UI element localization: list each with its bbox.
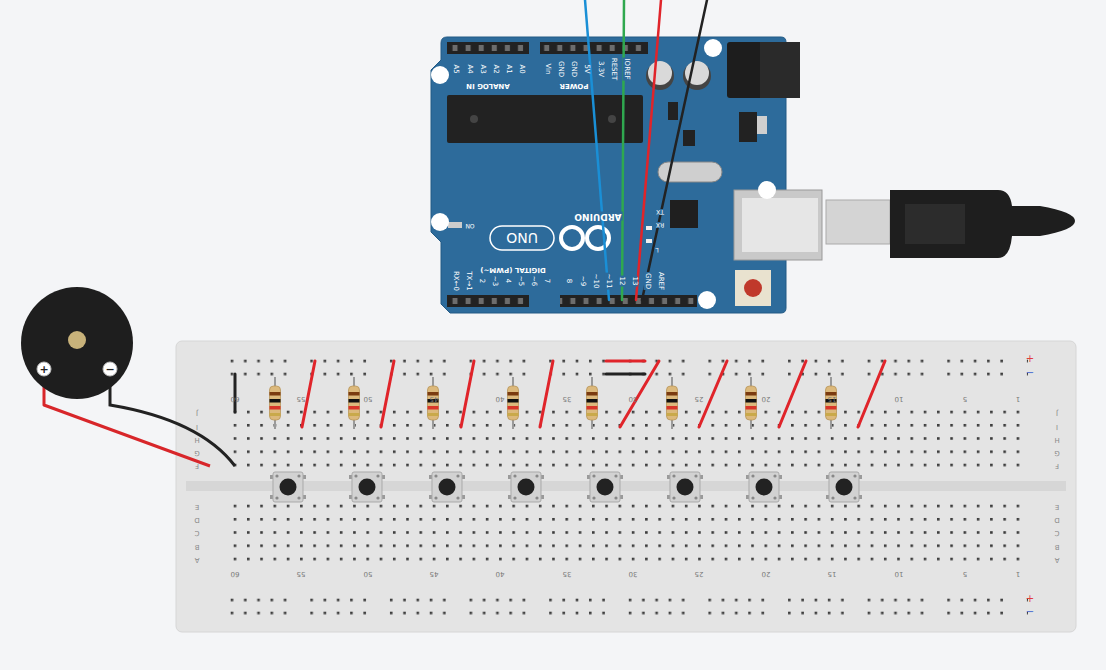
pin-label: A4 bbox=[466, 63, 473, 74]
pin-label: RESET bbox=[610, 57, 617, 81]
pin-label: 4 bbox=[504, 278, 511, 284]
row-letter: J bbox=[1056, 409, 1058, 416]
row-letter: B bbox=[1055, 543, 1060, 550]
row-letter: A bbox=[195, 556, 200, 563]
pin-label: ~5 bbox=[517, 275, 524, 287]
column-number: 15 bbox=[828, 395, 837, 402]
led-label: TX bbox=[655, 209, 665, 215]
pin-label: ~3 bbox=[491, 275, 498, 287]
column-number: 35 bbox=[562, 395, 571, 402]
row-letter: I bbox=[1056, 423, 1058, 430]
board-model: UNO bbox=[506, 231, 538, 245]
column-number: 15 bbox=[828, 570, 837, 577]
led-label: L bbox=[654, 247, 659, 253]
pin-label: ~9 bbox=[579, 275, 586, 287]
column-number: 1 bbox=[1016, 395, 1020, 402]
rail-sign: + bbox=[1026, 594, 1034, 604]
pin-label: A5 bbox=[452, 63, 459, 74]
column-number: 40 bbox=[496, 570, 505, 577]
header-label: DIGITAL (PWM~) bbox=[479, 266, 546, 273]
column-number: 45 bbox=[430, 395, 439, 402]
row-letter: E bbox=[195, 503, 199, 510]
row-letter: H bbox=[194, 436, 199, 443]
header-label: POWER bbox=[559, 82, 590, 89]
pin-label: IOREF bbox=[623, 58, 630, 81]
pin-label: 2 bbox=[478, 278, 485, 284]
pin-label: GND bbox=[557, 60, 564, 78]
pin-label: 5V bbox=[583, 63, 590, 74]
pin-label: Vin bbox=[544, 62, 551, 75]
terminal-sign: + bbox=[39, 364, 48, 375]
column-number: 55 bbox=[297, 395, 306, 402]
pin-label: GND bbox=[644, 272, 651, 290]
pin-label: 12 bbox=[618, 276, 625, 287]
row-letter: C bbox=[1055, 529, 1060, 536]
row-letter: A bbox=[1055, 556, 1060, 563]
column-number: 5 bbox=[963, 570, 967, 577]
column-number: 35 bbox=[562, 570, 571, 577]
pin-label: AREF bbox=[657, 271, 664, 291]
header-label: ANALOG IN bbox=[465, 82, 511, 89]
pin-label: GND bbox=[570, 60, 577, 78]
column-number: 50 bbox=[363, 395, 372, 402]
pin-label: ~11 bbox=[605, 273, 612, 290]
rail-sign: + bbox=[1026, 354, 1034, 364]
pin-label: 8 bbox=[565, 278, 572, 284]
column-number: 20 bbox=[761, 395, 770, 402]
column-number: 10 bbox=[894, 395, 903, 402]
row-letter: G bbox=[194, 449, 199, 456]
pin-label: A2 bbox=[492, 63, 499, 74]
column-number: 60 bbox=[231, 395, 240, 402]
column-number: 1 bbox=[1016, 570, 1020, 577]
column-number: 50 bbox=[363, 570, 372, 577]
column-number: 25 bbox=[695, 395, 704, 402]
row-letter: J bbox=[196, 409, 198, 416]
row-letter: C bbox=[195, 529, 200, 536]
row-letter: E bbox=[1055, 503, 1059, 510]
column-number: 40 bbox=[496, 395, 505, 402]
pin-label: 7 bbox=[543, 278, 550, 284]
pin-label: 3.3V bbox=[597, 60, 604, 78]
pin-label: ~6 bbox=[530, 275, 537, 287]
pin-label: A1 bbox=[505, 63, 512, 74]
pin-label: ~10 bbox=[592, 273, 599, 290]
row-letter: F bbox=[1055, 462, 1059, 469]
pin-label: 13 bbox=[631, 276, 638, 287]
column-number: 30 bbox=[629, 395, 638, 402]
rail-sign: − bbox=[1026, 607, 1034, 617]
pin-label: TX→1 bbox=[465, 270, 472, 291]
row-letter: G bbox=[1054, 449, 1059, 456]
led-label: RX bbox=[655, 222, 665, 228]
rail-sign: − bbox=[1026, 368, 1034, 378]
row-letter: D bbox=[194, 516, 199, 523]
row-letter: D bbox=[1054, 516, 1059, 523]
pin-label: RX←0 bbox=[452, 270, 459, 292]
led-label: ON bbox=[464, 223, 475, 229]
column-number: 55 bbox=[297, 570, 306, 577]
column-number: 30 bbox=[629, 570, 638, 577]
row-letter: I bbox=[196, 423, 198, 430]
row-letter: B bbox=[195, 543, 200, 550]
column-number: 45 bbox=[430, 570, 439, 577]
row-letter: H bbox=[1054, 436, 1059, 443]
pin-label: A0 bbox=[518, 63, 525, 74]
terminal-sign: − bbox=[105, 364, 114, 375]
pin-label: A3 bbox=[479, 63, 486, 74]
column-number: 60 bbox=[231, 570, 240, 577]
column-number: 5 bbox=[963, 395, 967, 402]
column-number: 10 bbox=[894, 570, 903, 577]
brand-label: ARDUINO bbox=[573, 212, 622, 221]
column-number: 20 bbox=[761, 570, 770, 577]
column-number: 25 bbox=[695, 570, 704, 577]
row-letter: F bbox=[195, 462, 199, 469]
